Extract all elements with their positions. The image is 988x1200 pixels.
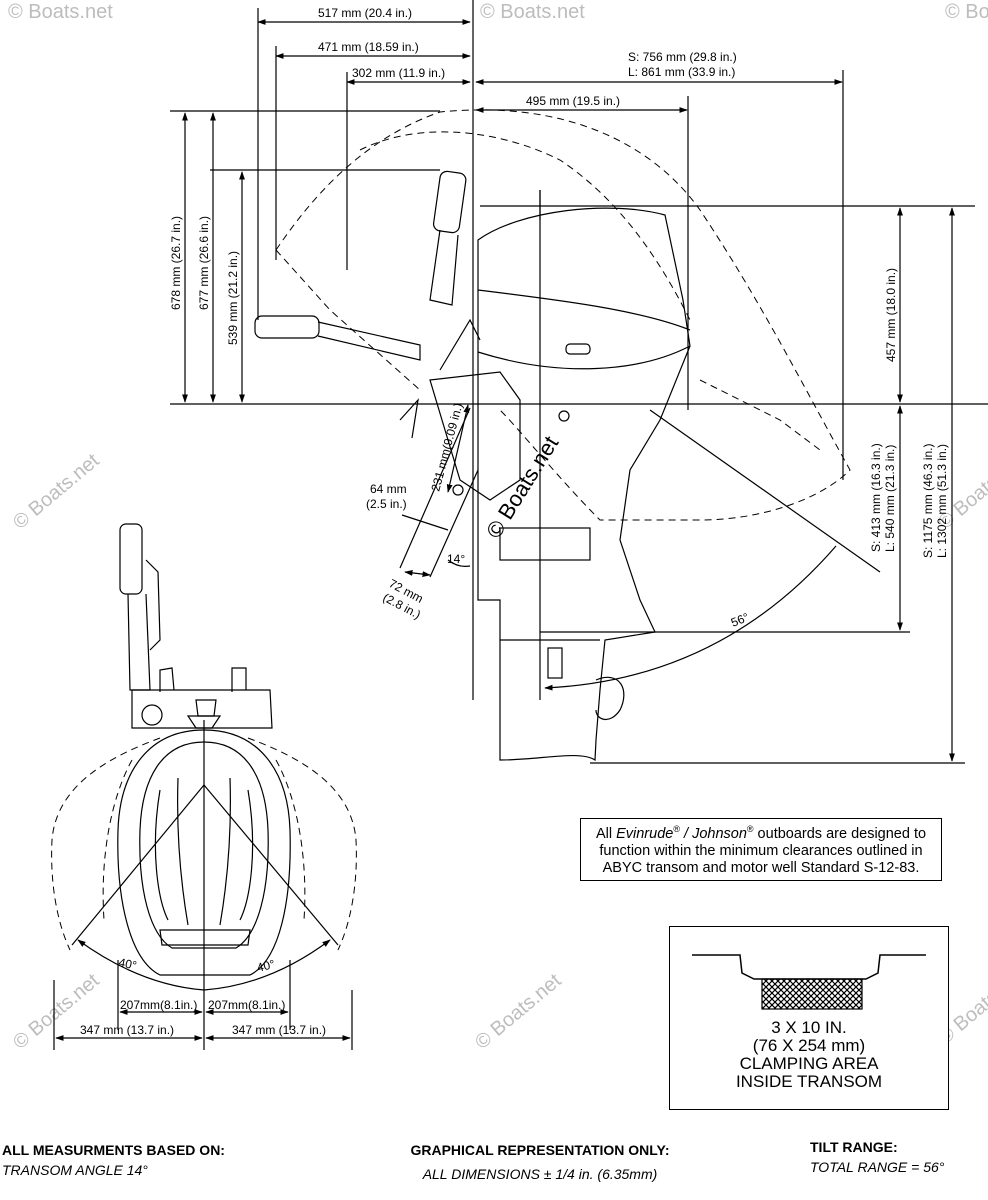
dim-64-mm: 64 mm <box>370 482 407 496</box>
watermark-faint: © Boats.net <box>8 1 113 23</box>
dim-302: 302 mm (11.9 in.) <box>352 66 445 80</box>
dim-1302: L: 1302 mm (51.3 in.) <box>935 444 949 558</box>
clamp-label: CLAMPING AREA <box>739 1054 879 1073</box>
dim-677: 677 mm (26.6 in.) <box>197 216 211 310</box>
front-view <box>51 523 357 1050</box>
dim-347-left: 347 mm (13.7 in.) <box>80 1023 174 1037</box>
footer-measurements: ALL MEASURMENTS BASED ON: TRANSOM ANGLE … <box>2 1140 225 1180</box>
footer-right-value: TOTAL RANGE = 56° <box>810 1159 945 1175</box>
dim-347-right: 347 mm (13.7 in.) <box>232 1023 326 1037</box>
footer-left-title: ALL MEASURMENTS BASED ON: <box>2 1142 225 1158</box>
dim-413: S: 413 mm (16.3 in.) <box>869 443 883 552</box>
dim-517: 517 mm (20.4 in.) <box>318 6 412 20</box>
dim-1175: S: 1175 mm (46.3 in.) <box>921 444 935 559</box>
dim-861: L: 861 mm (33.9 in.) <box>628 65 735 79</box>
clamp-size-mm: (76 X 254 mm) <box>752 1036 866 1055</box>
tilt-arc <box>544 545 837 691</box>
angle-14: 14° <box>447 552 465 566</box>
dim-207-left: 207mm(8.1in.) <box>120 998 197 1012</box>
side-view-labels: 517 mm (20.4 in.) 471 mm (18.59 in.) 302… <box>169 6 949 630</box>
dim-457: 457 mm (18.0 in.) <box>884 268 898 362</box>
footer-left-value: TRANSOM ANGLE 14° <box>2 1162 148 1178</box>
dim-678: 678 mm (26.7 in.) <box>169 216 183 310</box>
note-text: outboards are designed to function withi… <box>599 825 927 876</box>
watermark-faint: © Boats.net <box>9 449 104 533</box>
note-brand-johnson: Johnson <box>692 825 747 842</box>
footer-graphical: GRAPHICAL REPRESENTATION ONLY: ALL DIMEN… <box>395 1140 685 1184</box>
clamping-area-box: 3 X 10 IN. (76 X 254 mm) CLAMPING AREA I… <box>669 926 949 1110</box>
angle-40-left: 40° <box>117 955 138 973</box>
note-reg-mark: ® <box>673 824 680 834</box>
abyc-note: All Evinrude® / Johnson® outboards are d… <box>580 818 942 881</box>
note-brand-evinrude: Evinrude <box>616 825 674 842</box>
side-view <box>170 0 988 764</box>
dim-540: L: 540 mm (21.3 in.) <box>883 445 897 552</box>
watermark-faint: © Boats.net <box>945 1 988 23</box>
clamp-size-in: 3 X 10 IN. <box>771 1018 847 1037</box>
watermark-faint: © Boats.net <box>480 1 585 23</box>
watermark-center: © Boats.net <box>481 432 563 543</box>
watermark-faint: © Boats.net <box>471 969 566 1053</box>
dim-495: 495 mm (19.5 in.) <box>526 94 620 108</box>
tilt-ray-line <box>649 409 881 573</box>
footer-mid-value: ALL DIMENSIONS ± 1/4 in. (6.35mm) <box>422 1166 658 1182</box>
dim-756: S: 756 mm (29.8 in.) <box>628 50 737 64</box>
note-reg-mark: ® <box>746 824 754 834</box>
dim-64-in: (2.5 in.) <box>366 497 407 511</box>
angle-56: 56° <box>729 610 751 630</box>
note-separator: / <box>679 825 693 842</box>
dim-539: 539 mm (21.2 in.) <box>226 251 240 345</box>
clamp-label-location: INSIDE TRANSOM <box>735 1072 883 1091</box>
footer-right-title: TILT RANGE: <box>810 1139 898 1155</box>
footer-mid-title: GRAPHICAL REPRESENTATION ONLY: <box>410 1142 670 1158</box>
footer-tilt-range: TILT RANGE: TOTAL RANGE = 56° <box>810 1137 944 1177</box>
clamping-area-profile <box>692 954 926 1010</box>
dim-471: 471 mm (18.59 in.) <box>318 40 419 54</box>
note-prefix: All <box>595 825 617 842</box>
watermark-faint: © Boats.net <box>9 969 104 1053</box>
front-view-labels: 40° 40° 207mm(8.1in.) 207mm(8.1in.) 347 … <box>80 955 326 1037</box>
angle-40-right: 40° <box>255 957 276 975</box>
dim-207-right: 207mm(8.1in.) <box>208 998 285 1012</box>
